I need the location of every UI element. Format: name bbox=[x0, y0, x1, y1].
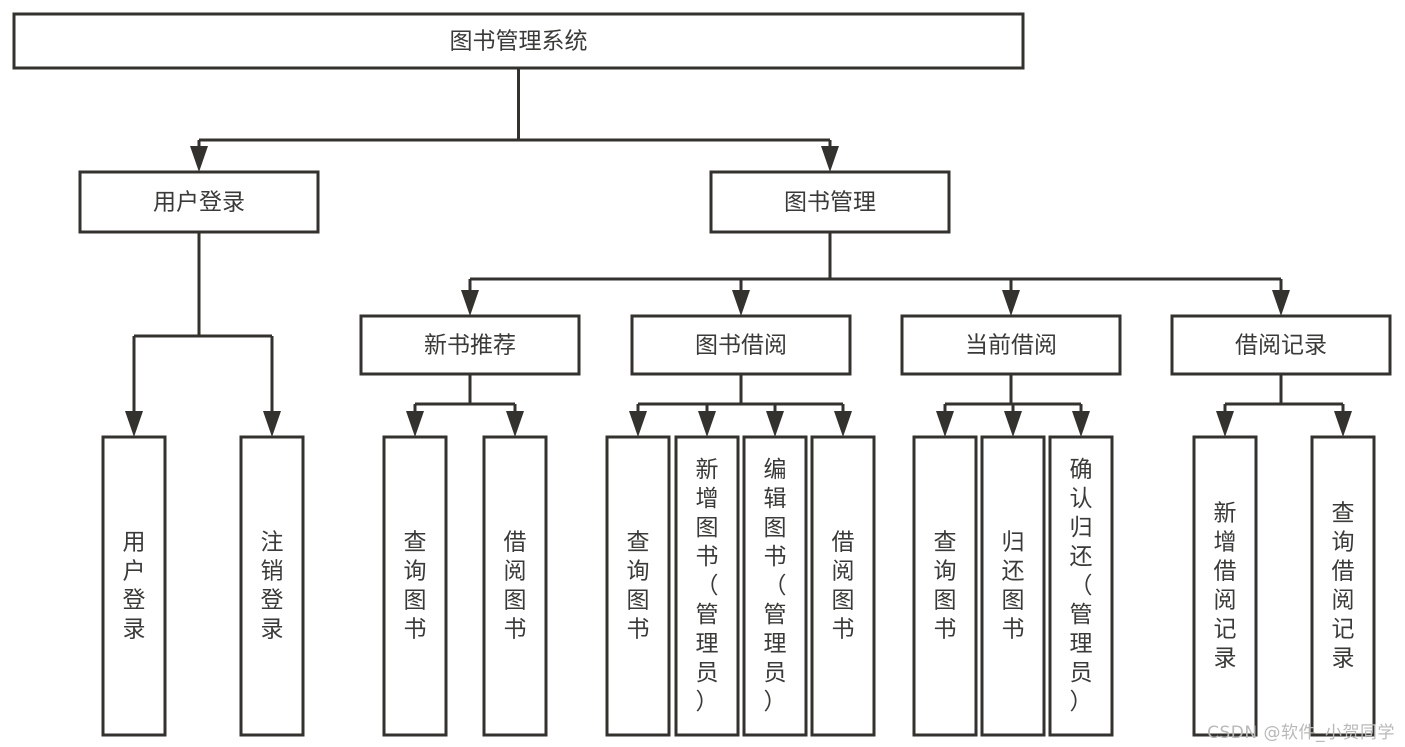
node-leaf-add-record[interactable]: 新增借阅记录 bbox=[1192, 435, 1258, 737]
node-leaf-add-book[interactable]: 新增图书（管理员） bbox=[674, 435, 740, 737]
node-box-leaf-query-book-rec[interactable] bbox=[382, 435, 448, 737]
node-label-borrow-record: 借阅记录 bbox=[1235, 333, 1327, 359]
node-leaf-query-book-rec[interactable]: 查询图书 bbox=[382, 435, 448, 737]
node-label-leaf-confirm-return: 确认归还（管理员） bbox=[1070, 457, 1093, 715]
node-label-leaf-edit-book: 编辑图书（管理员） bbox=[764, 457, 787, 715]
edge-group-book-manage bbox=[461, 232, 1290, 316]
node-label-book-manage: 图书管理 bbox=[784, 190, 876, 216]
node-leaf-user-login[interactable]: 用户登录 bbox=[101, 435, 167, 737]
node-current-borrow[interactable]: 当前借阅 bbox=[900, 314, 1122, 376]
edge-group-user-login bbox=[125, 232, 281, 437]
nodes-layer: 图书管理系统用户登录图书管理新书推荐图书借阅当前借阅借阅记录用户登录注销登录查询… bbox=[12, 12, 1392, 737]
node-box-leaf-add-book[interactable] bbox=[674, 435, 740, 737]
node-book-borrow[interactable]: 图书借阅 bbox=[630, 314, 852, 376]
node-label-new-book-rec: 新书推荐 bbox=[424, 333, 516, 359]
node-box-new-book-rec[interactable] bbox=[359, 314, 581, 376]
node-leaf-logout[interactable]: 注销登录 bbox=[239, 435, 305, 737]
node-box-leaf-user-login[interactable] bbox=[101, 435, 167, 737]
node-leaf-confirm-return[interactable]: 确认归还（管理员） bbox=[1048, 435, 1114, 737]
node-new-book-rec[interactable]: 新书推荐 bbox=[359, 314, 581, 376]
node-label-leaf-query-book-cur: 查询图书 bbox=[934, 529, 957, 642]
node-root[interactable]: 图书管理系统 bbox=[12, 12, 1025, 70]
node-label-leaf-query-book-rec: 查询图书 bbox=[404, 529, 427, 642]
node-box-leaf-borrow-book-rec[interactable] bbox=[482, 435, 548, 737]
node-leaf-query-book-cur[interactable]: 查询图书 bbox=[912, 435, 978, 737]
node-label-leaf-borrow-book: 借阅图书 bbox=[832, 529, 855, 642]
node-box-leaf-return-book[interactable] bbox=[980, 435, 1046, 737]
node-box-leaf-add-record[interactable] bbox=[1192, 435, 1258, 737]
node-leaf-borrow-book-rec[interactable]: 借阅图书 bbox=[482, 435, 548, 737]
node-box-leaf-query-book-borrow[interactable] bbox=[605, 435, 671, 737]
node-label-leaf-query-book-borrow: 查询图书 bbox=[627, 529, 650, 642]
node-leaf-borrow-book[interactable]: 借阅图书 bbox=[810, 435, 876, 737]
edge-group-current-borrow bbox=[936, 374, 1090, 437]
edges-layer bbox=[125, 68, 1352, 437]
node-label-leaf-logout: 注销登录 bbox=[261, 529, 284, 642]
node-label-leaf-add-record: 新增借阅记录 bbox=[1214, 500, 1237, 671]
node-box-leaf-borrow-book[interactable] bbox=[810, 435, 876, 737]
node-box-leaf-edit-book[interactable] bbox=[742, 435, 808, 737]
edge-group-new-book-rec bbox=[406, 374, 524, 437]
edge-group-root bbox=[190, 68, 839, 172]
node-box-leaf-confirm-return[interactable] bbox=[1048, 435, 1114, 737]
node-leaf-edit-book[interactable]: 编辑图书（管理员） bbox=[742, 435, 808, 737]
node-label-leaf-add-book: 新增图书（管理员） bbox=[696, 457, 719, 715]
node-box-current-borrow[interactable] bbox=[900, 314, 1122, 376]
node-leaf-return-book[interactable]: 归还图书 bbox=[980, 435, 1046, 737]
node-leaf-query-book-borrow[interactable]: 查询图书 bbox=[605, 435, 671, 737]
edge-group-book-borrow bbox=[629, 374, 852, 437]
node-box-leaf-query-record[interactable] bbox=[1310, 435, 1376, 737]
node-book-manage[interactable]: 图书管理 bbox=[709, 170, 951, 234]
edge-group-borrow-record bbox=[1216, 374, 1352, 437]
node-label-current-borrow: 当前借阅 bbox=[965, 333, 1057, 359]
node-box-book-borrow[interactable] bbox=[630, 314, 852, 376]
node-label-book-borrow: 图书借阅 bbox=[695, 333, 787, 359]
node-user-login[interactable]: 用户登录 bbox=[78, 170, 320, 234]
node-leaf-query-record[interactable]: 查询借阅记录 bbox=[1310, 435, 1376, 737]
node-label-user-login: 用户登录 bbox=[153, 190, 245, 216]
node-box-leaf-query-book-cur[interactable] bbox=[912, 435, 978, 737]
node-label-leaf-user-login: 用户登录 bbox=[123, 529, 146, 642]
node-box-book-manage[interactable] bbox=[709, 170, 951, 234]
node-label-root: 图书管理系统 bbox=[450, 29, 588, 55]
node-box-user-login[interactable] bbox=[78, 170, 320, 234]
node-box-borrow-record[interactable] bbox=[1170, 314, 1392, 376]
node-box-root[interactable] bbox=[12, 12, 1025, 70]
node-label-leaf-return-book: 归还图书 bbox=[1002, 529, 1025, 642]
node-label-leaf-borrow-book-rec: 借阅图书 bbox=[504, 529, 527, 642]
node-borrow-record[interactable]: 借阅记录 bbox=[1170, 314, 1392, 376]
node-label-leaf-query-record: 查询借阅记录 bbox=[1332, 500, 1355, 671]
node-box-leaf-logout[interactable] bbox=[239, 435, 305, 737]
